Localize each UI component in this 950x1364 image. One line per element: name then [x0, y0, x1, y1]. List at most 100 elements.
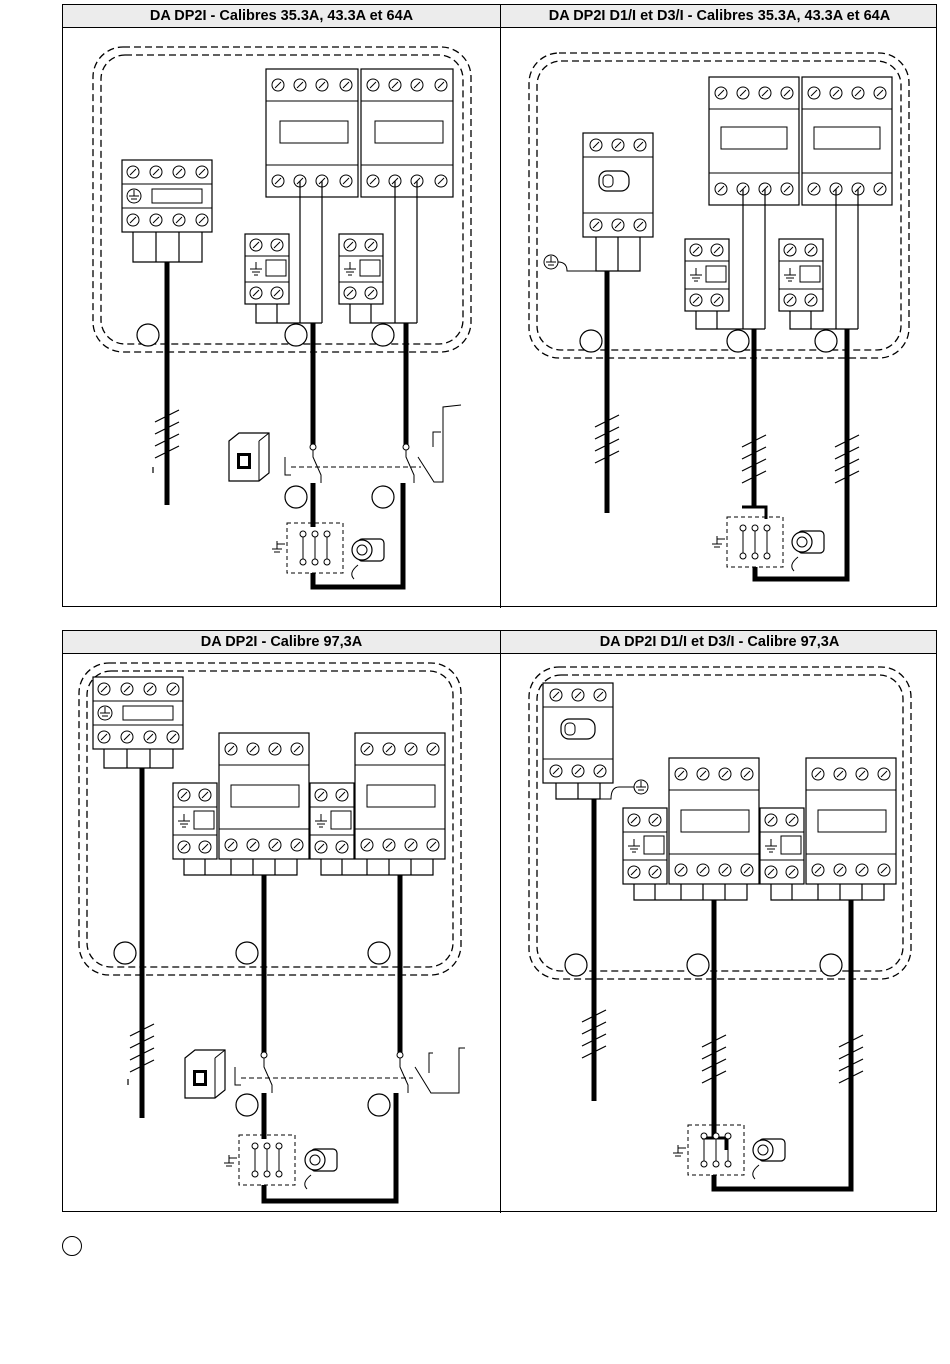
number-circle-icon [580, 330, 602, 352]
screw-terminal-icon [383, 743, 395, 755]
screw-terminal-icon [856, 864, 868, 876]
screw-terminal-icon [759, 87, 771, 99]
ground-icon [544, 255, 558, 269]
diagram-left-bottom [79, 663, 465, 1201]
screw-terminal-icon [98, 683, 110, 695]
ground-icon [224, 1155, 237, 1166]
screw-terminal-icon [271, 239, 283, 251]
header-left-top: DA DP2I - Calibres 35.3A, 43.3A et 64A [63, 5, 500, 27]
screw-terminal-icon [361, 839, 373, 851]
screw-terminal-icon [711, 244, 723, 256]
screw-terminal-icon [344, 239, 356, 251]
screw-terminal-icon [127, 214, 139, 226]
screw-terminal-icon [634, 219, 646, 231]
header-right-top: DA DP2I D1/I et D3/I - Calibres 35.3A, 4… [501, 5, 938, 27]
relay-2 [339, 234, 383, 304]
screw-terminal-icon [121, 731, 133, 743]
relay-1 [245, 234, 289, 304]
relay-2 [310, 783, 354, 859]
protection-breaker [583, 133, 653, 237]
ground-icon [673, 1145, 686, 1156]
screw-terminal-icon [856, 768, 868, 780]
screw-terminal-icon [150, 166, 162, 178]
screw-terminal-icon [98, 731, 110, 743]
screw-terminal-icon [427, 839, 439, 851]
screw-terminal-icon [336, 789, 348, 801]
relay-2 [779, 239, 823, 311]
terminal-block [122, 160, 212, 232]
screw-terminal-icon [435, 79, 447, 91]
screw-terminal-icon [365, 239, 377, 251]
screw-terminal-icon [196, 214, 208, 226]
screw-terminal-icon [805, 244, 817, 256]
screw-terminal-icon [167, 731, 179, 743]
screw-terminal-icon [874, 183, 886, 195]
wiring-diagram-top [63, 27, 938, 607]
screw-terminal-icon [612, 219, 624, 231]
screw-terminal-icon [225, 839, 237, 851]
number-circle-icon [372, 486, 394, 508]
screw-terminal-icon [150, 214, 162, 226]
ground-icon [272, 541, 285, 552]
screw-terminal-icon [852, 87, 864, 99]
screw-terminal-icon [675, 768, 687, 780]
cable-hatch [702, 1035, 863, 1083]
screw-terminal-icon [291, 743, 303, 755]
number-circle-icon [820, 954, 842, 976]
screw-terminal-icon [272, 79, 284, 91]
number-circle-icon [368, 1094, 390, 1116]
motor-terminal-box [688, 1125, 744, 1175]
screw-terminal-icon [878, 864, 890, 876]
screw-terminal-icon [316, 79, 328, 91]
screw-terminal-icon [173, 214, 185, 226]
diagram-right-bottom [529, 667, 911, 1189]
screw-terminal-icon [830, 87, 842, 99]
screw-terminal-icon [781, 87, 793, 99]
number-circle-icon [368, 942, 390, 964]
number-circle-icon [815, 330, 837, 352]
screw-terminal-icon [340, 175, 352, 187]
relay-1 [685, 239, 729, 311]
screw-terminal-icon [874, 87, 886, 99]
screw-terminal-icon [765, 814, 777, 826]
contactor-1 [709, 77, 799, 205]
screw-terminal-icon [715, 183, 727, 195]
relay-1 [173, 783, 217, 859]
screw-terminal-icon [365, 287, 377, 299]
screw-terminal-icon [344, 287, 356, 299]
screw-terminal-icon [315, 789, 327, 801]
screw-terminal-icon [719, 768, 731, 780]
motor-icon [753, 1139, 785, 1179]
relay-1 [623, 808, 667, 884]
ground-icon [634, 780, 648, 794]
screw-terminal-icon [590, 219, 602, 231]
screw-terminal-icon [269, 743, 281, 755]
number-circle-icon [565, 954, 587, 976]
screw-terminal-icon [834, 768, 846, 780]
screw-terminal-icon [144, 683, 156, 695]
motor-terminal-box [239, 1135, 295, 1185]
screw-terminal-icon [405, 743, 417, 755]
screw-terminal-icon [178, 841, 190, 853]
screw-terminal-icon [550, 765, 562, 777]
screw-terminal-icon [225, 743, 237, 755]
contactor-2 [806, 758, 896, 884]
screw-terminal-icon [389, 79, 401, 91]
screw-terminal-icon [634, 139, 646, 151]
screw-terminal-icon [178, 789, 190, 801]
screw-terminal-icon [405, 839, 417, 851]
screw-terminal-icon [572, 765, 584, 777]
motor-icon [305, 1149, 337, 1189]
screw-terminal-icon [741, 768, 753, 780]
screw-terminal-icon [594, 689, 606, 701]
screw-terminal-icon [697, 864, 709, 876]
ground-icon [98, 706, 112, 720]
screw-terminal-icon [628, 866, 640, 878]
switch-box-icon [185, 1050, 225, 1098]
motor-terminal-box [727, 517, 783, 567]
motor-icon [792, 531, 824, 571]
number-circle-icon [137, 324, 159, 346]
screw-terminal-icon [435, 175, 447, 187]
screw-terminal-icon [271, 287, 283, 299]
screw-terminal-icon [834, 864, 846, 876]
